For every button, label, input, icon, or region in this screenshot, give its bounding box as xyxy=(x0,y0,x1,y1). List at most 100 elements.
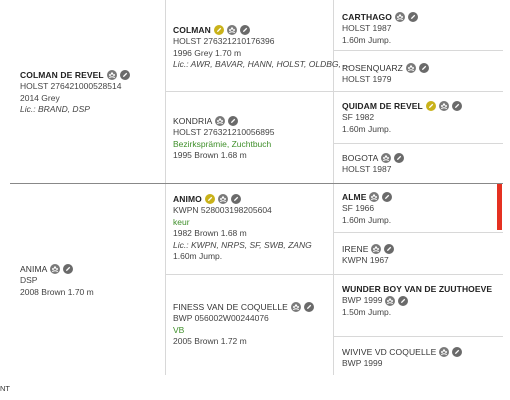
registration-year: BWP 1999 xyxy=(342,295,383,306)
pencil-icon[interactable] xyxy=(63,264,74,274)
pencil-icon[interactable] xyxy=(239,25,250,35)
pedigree-cell-sds: QUIDAM DE REVEL SF 1982 1.60m Jump. xyxy=(342,100,462,135)
licences: Lic.: KWPN, NRPS, SF, SWB, ZANG xyxy=(173,239,312,250)
pencil-icon[interactable] xyxy=(452,347,463,357)
pedigree-cell-ddd: WIVIVE VD COQUELLE BWP 1999 xyxy=(342,346,463,370)
horse-name-link[interactable]: COLMAN xyxy=(173,25,211,35)
studbook-predicates: keur xyxy=(173,216,190,227)
horse-name-link[interactable]: KONDRIA xyxy=(173,116,213,126)
pedigree-cell-sdd: BOGOTA HOLST 1987 xyxy=(342,152,405,176)
pencil-icon[interactable] xyxy=(418,63,429,73)
approved-icon[interactable] xyxy=(213,25,224,35)
row-divider-g2-3 xyxy=(165,274,333,275)
birth-year-color: 2005 Brown 1.72 m xyxy=(173,336,247,346)
horse-name-link[interactable]: BOGOTA xyxy=(342,153,379,163)
group-icon[interactable] xyxy=(226,25,237,35)
pedigree-cell-dam: ANIMA DSP 2008 Brown 1.70 m xyxy=(20,263,94,298)
row-divider-g3-2 xyxy=(333,91,503,92)
registration-year: HOLST 1987 xyxy=(342,164,392,174)
performance: 1.50m Jump. xyxy=(342,307,392,317)
column-divider-1 xyxy=(165,0,166,375)
pencil-icon[interactable] xyxy=(394,153,405,163)
pedigree-cell-ds: ANIMO KWPN 528003198205604 keur 1982 Bro… xyxy=(173,193,312,263)
pedigree-cell-sire: COLMAN DE REVEL HOLST 276421000528514 20… xyxy=(20,69,130,116)
pedigree-cell-dss: ALME SF 1966 1.60m Jump. xyxy=(342,191,393,226)
performance: 1.60m Jump. xyxy=(342,34,392,45)
pencil-icon[interactable] xyxy=(228,116,239,126)
registration-number: HOLST 276321210176396 xyxy=(173,36,275,46)
group-icon[interactable] xyxy=(439,347,450,357)
group-icon[interactable] xyxy=(369,192,380,202)
birth-year-color: 2008 Brown 1.70 m xyxy=(20,286,94,297)
birth-year-color: 1995 Brown 1.68 m xyxy=(173,150,247,160)
horse-name-link[interactable]: ALME xyxy=(342,192,367,202)
pencil-icon[interactable] xyxy=(230,194,241,204)
footer-text: NT xyxy=(0,384,10,393)
registration-number: KWPN 528003198205604 xyxy=(173,205,272,215)
registration-number: HOLST 276421000528514 xyxy=(20,81,122,91)
registration-number: HOLST 276321210056895 xyxy=(173,127,275,137)
birth-year-color: 1982 Brown 1.68 m xyxy=(173,228,247,238)
group-icon[interactable] xyxy=(438,101,449,111)
row-divider-g3-5 xyxy=(333,232,503,233)
group-icon[interactable] xyxy=(50,264,61,274)
studbook-predicates: Bezirksprämie, Zuchtbuch xyxy=(173,138,272,149)
row-divider-main xyxy=(10,183,503,184)
horse-name-link[interactable]: ANIMA xyxy=(20,264,48,274)
row-divider-g3-7 xyxy=(333,336,503,337)
group-icon[interactable] xyxy=(106,70,117,80)
group-icon[interactable] xyxy=(371,244,382,254)
registration-year: SF 1982 xyxy=(342,112,375,122)
licences: Lic.: BRAND, DSP xyxy=(20,104,90,114)
row-divider-g3-6 xyxy=(333,274,503,275)
pedigree-cell-dd: FINESS VAN DE COQUELLE BWP 056002W002440… xyxy=(173,301,314,348)
group-icon[interactable] xyxy=(405,63,416,73)
row-divider-g3-3 xyxy=(333,143,503,144)
group-icon[interactable] xyxy=(215,116,226,126)
pencil-icon[interactable] xyxy=(119,70,130,80)
registration-year: SF 1966 xyxy=(342,203,375,213)
studbook-predicates: VB xyxy=(173,324,185,335)
pedigree-cell-ss: COLMAN HOLST 276321210176396 1996 Grey 1… xyxy=(173,24,350,71)
pencil-icon[interactable] xyxy=(407,12,418,22)
pedigree-cell-dsd: IRENE KWPN 1967 xyxy=(342,243,395,267)
pedigree-cell-sss: CARTHAGO HOLST 1987 1.60m Jump. xyxy=(342,11,418,46)
group-icon[interactable] xyxy=(385,296,396,306)
registration-year: HOLST 1979 xyxy=(342,74,392,84)
horse-name-link[interactable]: FINESS VAN DE COQUELLE xyxy=(173,302,288,312)
horse-name-link[interactable]: WUNDER BOY VAN DE ZUUTHOEVE xyxy=(342,284,493,294)
horse-name-link[interactable]: WIVIVE VD COQUELLE xyxy=(342,347,437,357)
horse-name-link[interactable]: ANIMO xyxy=(173,194,202,204)
selection-indicator-bar xyxy=(497,184,502,230)
group-icon[interactable] xyxy=(217,194,228,204)
row-divider-g2-1 xyxy=(165,91,333,92)
registration-number: BWP 056002W00244076 xyxy=(173,313,269,323)
pencil-icon[interactable] xyxy=(398,296,409,306)
pencil-icon[interactable] xyxy=(382,192,393,202)
group-icon[interactable] xyxy=(394,12,405,22)
horse-name-link[interactable]: IRENE xyxy=(342,244,369,254)
approved-icon[interactable] xyxy=(204,194,215,204)
registration-number: DSP xyxy=(20,275,38,285)
performance: 1.60m Jump. xyxy=(342,123,392,134)
pencil-icon[interactable] xyxy=(451,101,462,111)
registration-year: KWPN 1967 xyxy=(342,255,389,265)
pencil-icon[interactable] xyxy=(303,302,314,312)
approved-icon[interactable] xyxy=(425,101,436,111)
pedigree-cell-sd: KONDRIA HOLST 276321210056895 Bezirksprä… xyxy=(173,115,274,162)
birth-year-color: 1996 Grey 1.70 m xyxy=(173,47,242,58)
group-icon[interactable] xyxy=(290,302,301,312)
horse-name-link[interactable]: ROSENQUARZ xyxy=(342,63,403,73)
horse-name-link[interactable]: QUIDAM DE REVEL xyxy=(342,101,423,111)
performance: 1.60m Jump. xyxy=(173,251,223,261)
licences: Lic.: AWR, BAVAR, HANN, HOLST, OLDBG, ..… xyxy=(173,59,351,69)
pedigree-cell-dds: WUNDER BOY VAN DE ZUUTHOEVE BWP 1999 1.5… xyxy=(342,283,492,319)
registration-year: HOLST 1987 xyxy=(342,23,392,33)
horse-name-link[interactable]: CARTHAGO xyxy=(342,12,392,22)
group-icon[interactable] xyxy=(381,153,392,163)
pedigree-cell-ssd: ROSENQUARZ HOLST 1979 xyxy=(342,62,429,86)
pencil-icon[interactable] xyxy=(384,244,395,254)
performance: 1.60m Jump. xyxy=(342,214,392,225)
horse-name-link[interactable]: COLMAN DE REVEL xyxy=(20,70,104,80)
row-divider-g3-1 xyxy=(333,50,503,51)
